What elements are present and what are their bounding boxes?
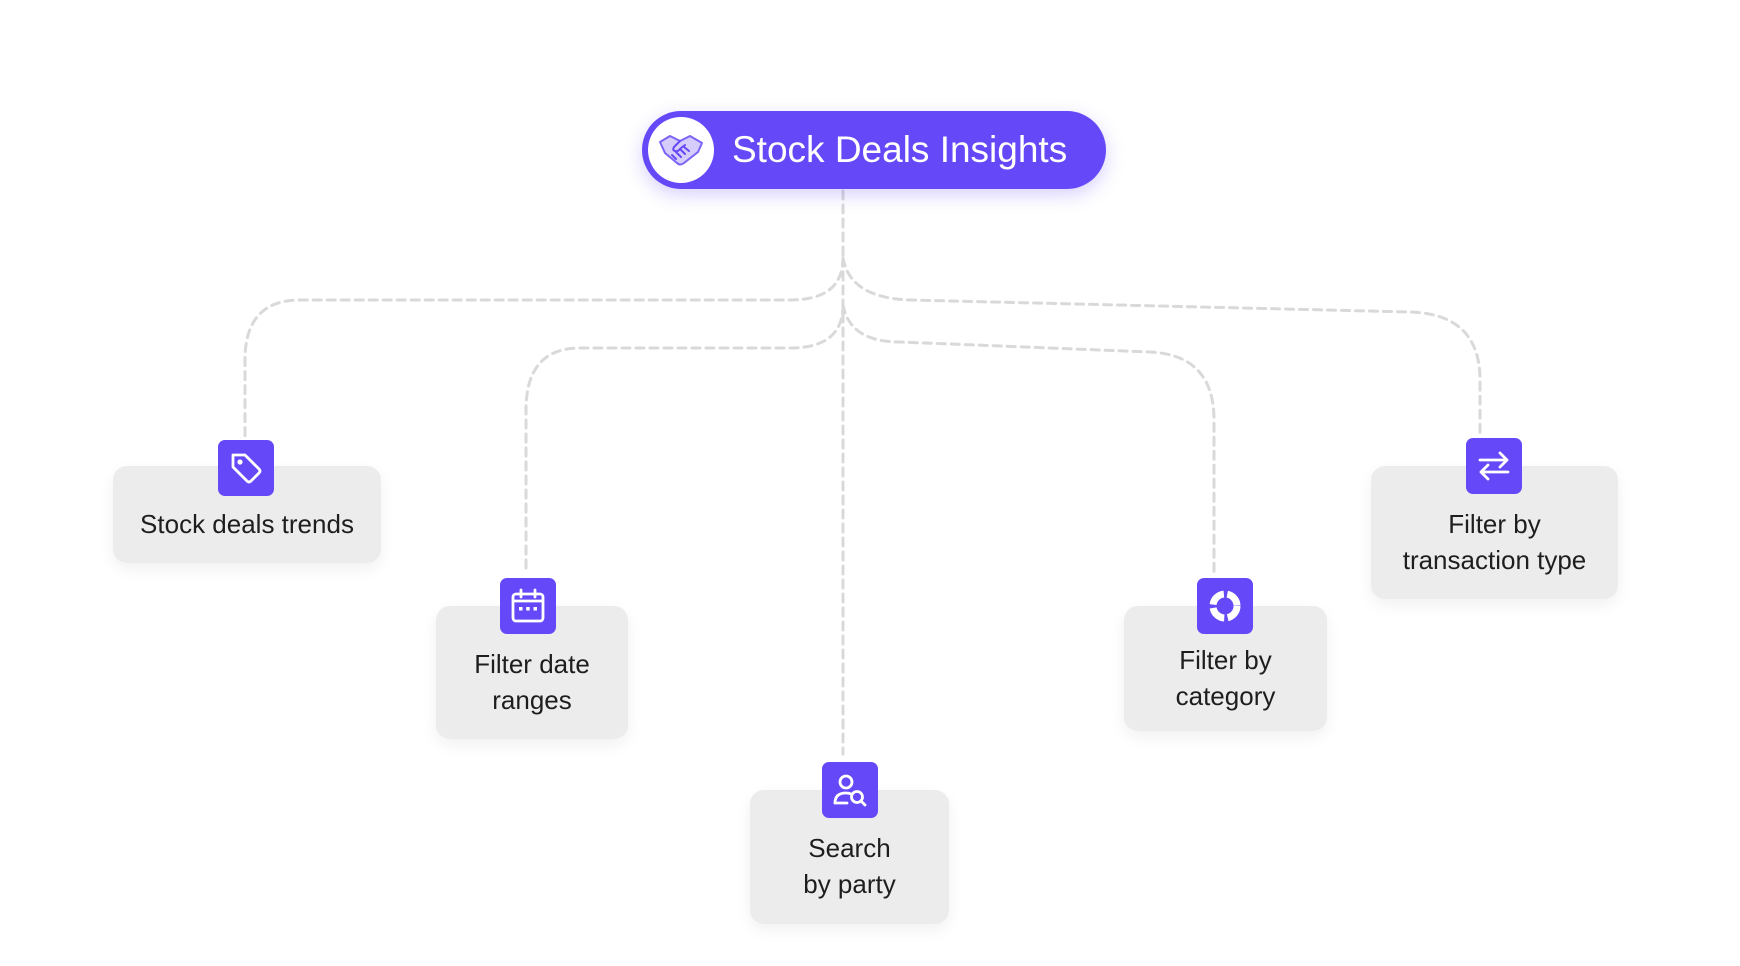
node-label: Stock deals trends — [140, 508, 354, 539]
calendar-icon — [511, 588, 545, 623]
node-label: Filter by category — [1175, 644, 1276, 711]
node-icon-badge — [218, 440, 274, 496]
root-icon-badge — [648, 117, 714, 183]
node-label: Filter by transaction type — [1402, 508, 1587, 575]
node-icon-badge — [500, 578, 556, 634]
user-search-icon — [833, 774, 867, 807]
connector-filter-by-transaction-type — [841, 256, 1482, 438]
node-icon-badge — [822, 762, 878, 818]
node-filter-date-ranges[interactable]: Filter date ranges — [436, 606, 628, 739]
root-title: Stock Deals Insights — [732, 129, 1068, 170]
connector-filter-by-category — [841, 303, 1216, 574]
connector-stock-deals-trends — [243, 256, 845, 438]
handshake-icon — [659, 135, 703, 166]
node-label: Search by party — [803, 833, 896, 899]
connector-filter-date-ranges — [524, 303, 845, 574]
pie-chart-icon — [1209, 590, 1241, 622]
tag-icon — [231, 453, 262, 484]
node-icon-badge — [1466, 438, 1522, 494]
node-label: Filter date ranges — [474, 648, 590, 715]
swap-arrows-icon — [1478, 451, 1510, 481]
root-node[interactable]: Stock Deals Insights — [642, 111, 1106, 189]
node-icon-badge — [1197, 578, 1253, 634]
